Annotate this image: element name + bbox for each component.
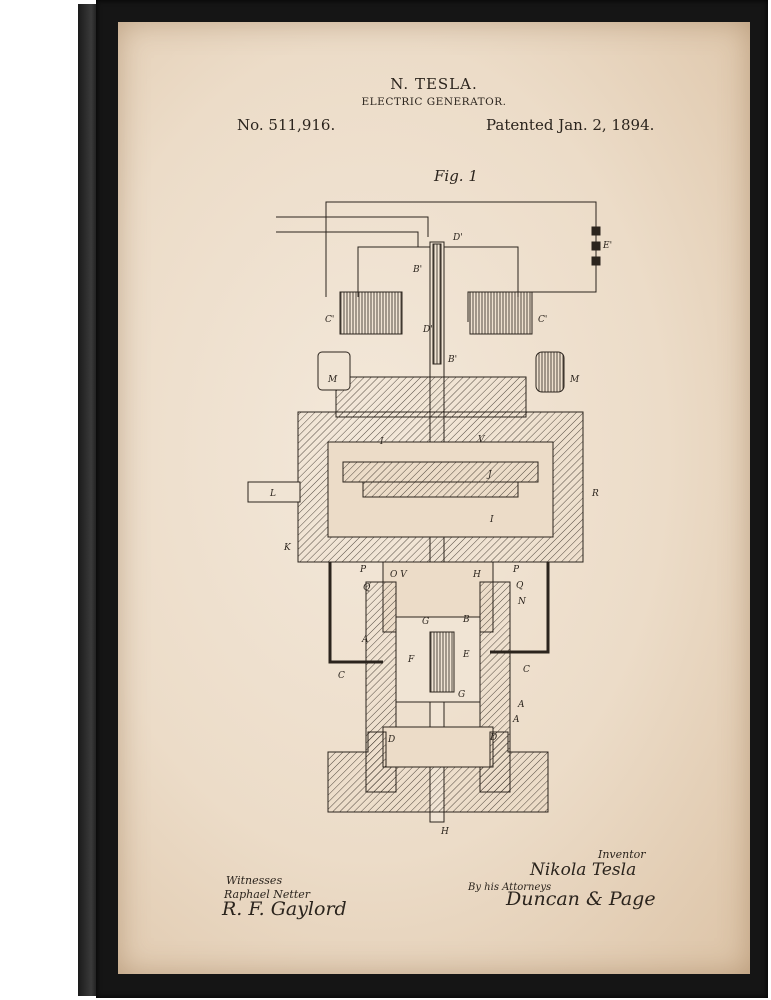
label: Q <box>516 581 524 591</box>
label: G <box>422 617 429 627</box>
label: K <box>283 543 292 553</box>
piston-plate <box>362 481 519 498</box>
label: C <box>523 665 530 675</box>
invention-title: ELECTRIC GENERATOR. <box>361 96 507 108</box>
label: P <box>359 565 367 575</box>
label: C' <box>325 315 334 325</box>
label: Q <box>363 583 371 593</box>
patent-print: N. TESLA. ELECTRIC GENERATOR. No. 511,91… <box>118 22 750 974</box>
generator-drawing <box>247 201 601 823</box>
frame-side-edge <box>78 4 100 996</box>
patent-date: Patented Jan. 2, 1894. <box>486 116 655 134</box>
label: P <box>512 565 520 575</box>
coil-left <box>339 291 403 335</box>
label: V <box>478 435 486 445</box>
label: G <box>458 690 465 700</box>
label: B <box>462 615 470 625</box>
label: C' <box>538 315 547 325</box>
inventor-heading: N. TESLA. <box>390 75 478 93</box>
wire <box>276 216 429 237</box>
label: I <box>379 437 384 447</box>
label: L <box>269 489 276 499</box>
attorneys-signature: Duncan & Page <box>506 888 656 910</box>
label: B' <box>447 355 457 365</box>
label: H <box>440 827 449 837</box>
label: J <box>486 470 493 480</box>
coil-right <box>469 291 533 335</box>
pipes-c <box>328 562 550 664</box>
label: D' <box>422 325 433 335</box>
armature <box>432 243 442 365</box>
inventor-label: Inventor <box>598 848 646 861</box>
drawing-labels: D' B' E' C' C' D' B' M M I V J L R K I P… <box>269 233 612 837</box>
label: E' <box>602 241 612 251</box>
battery-cell <box>591 241 601 251</box>
label: M <box>327 375 338 385</box>
label: B' <box>412 265 422 275</box>
pipe-L <box>247 481 301 503</box>
label: D <box>489 733 497 743</box>
label: D <box>387 735 395 745</box>
label: A <box>512 715 520 725</box>
attorneys-label: By his Attorneys <box>468 882 552 893</box>
base <box>327 731 549 813</box>
battery-icon <box>591 226 601 236</box>
label: N <box>517 597 527 607</box>
label: D' <box>452 233 463 243</box>
wire <box>276 231 419 247</box>
label: C <box>338 671 345 681</box>
figure-label: Fig. 1 <box>434 167 478 185</box>
label: O V <box>390 570 408 580</box>
patent-number: No. 511,916. <box>237 116 336 134</box>
witness-2-signature: R. F. Gaylord <box>222 898 347 920</box>
witness-1-signature: Raphael Netter <box>224 888 311 901</box>
label: R <box>591 489 599 499</box>
picture-frame: N. TESLA. ELECTRIC GENERATOR. No. 511,91… <box>96 0 768 998</box>
piston <box>429 631 455 693</box>
label: F <box>407 655 415 665</box>
label: H <box>472 570 481 580</box>
label: A <box>517 700 525 710</box>
label: I <box>489 515 494 525</box>
inventor-signature: Nikola Tesla <box>530 860 637 880</box>
lower-chamber <box>382 726 494 768</box>
label: M <box>569 375 580 385</box>
oil-cup-right <box>535 351 565 393</box>
battery-cell <box>591 256 601 266</box>
label: E <box>462 650 470 660</box>
witnesses-label: Witnesses <box>226 874 283 887</box>
label: A <box>361 635 369 645</box>
oil-cup-left <box>317 351 351 391</box>
